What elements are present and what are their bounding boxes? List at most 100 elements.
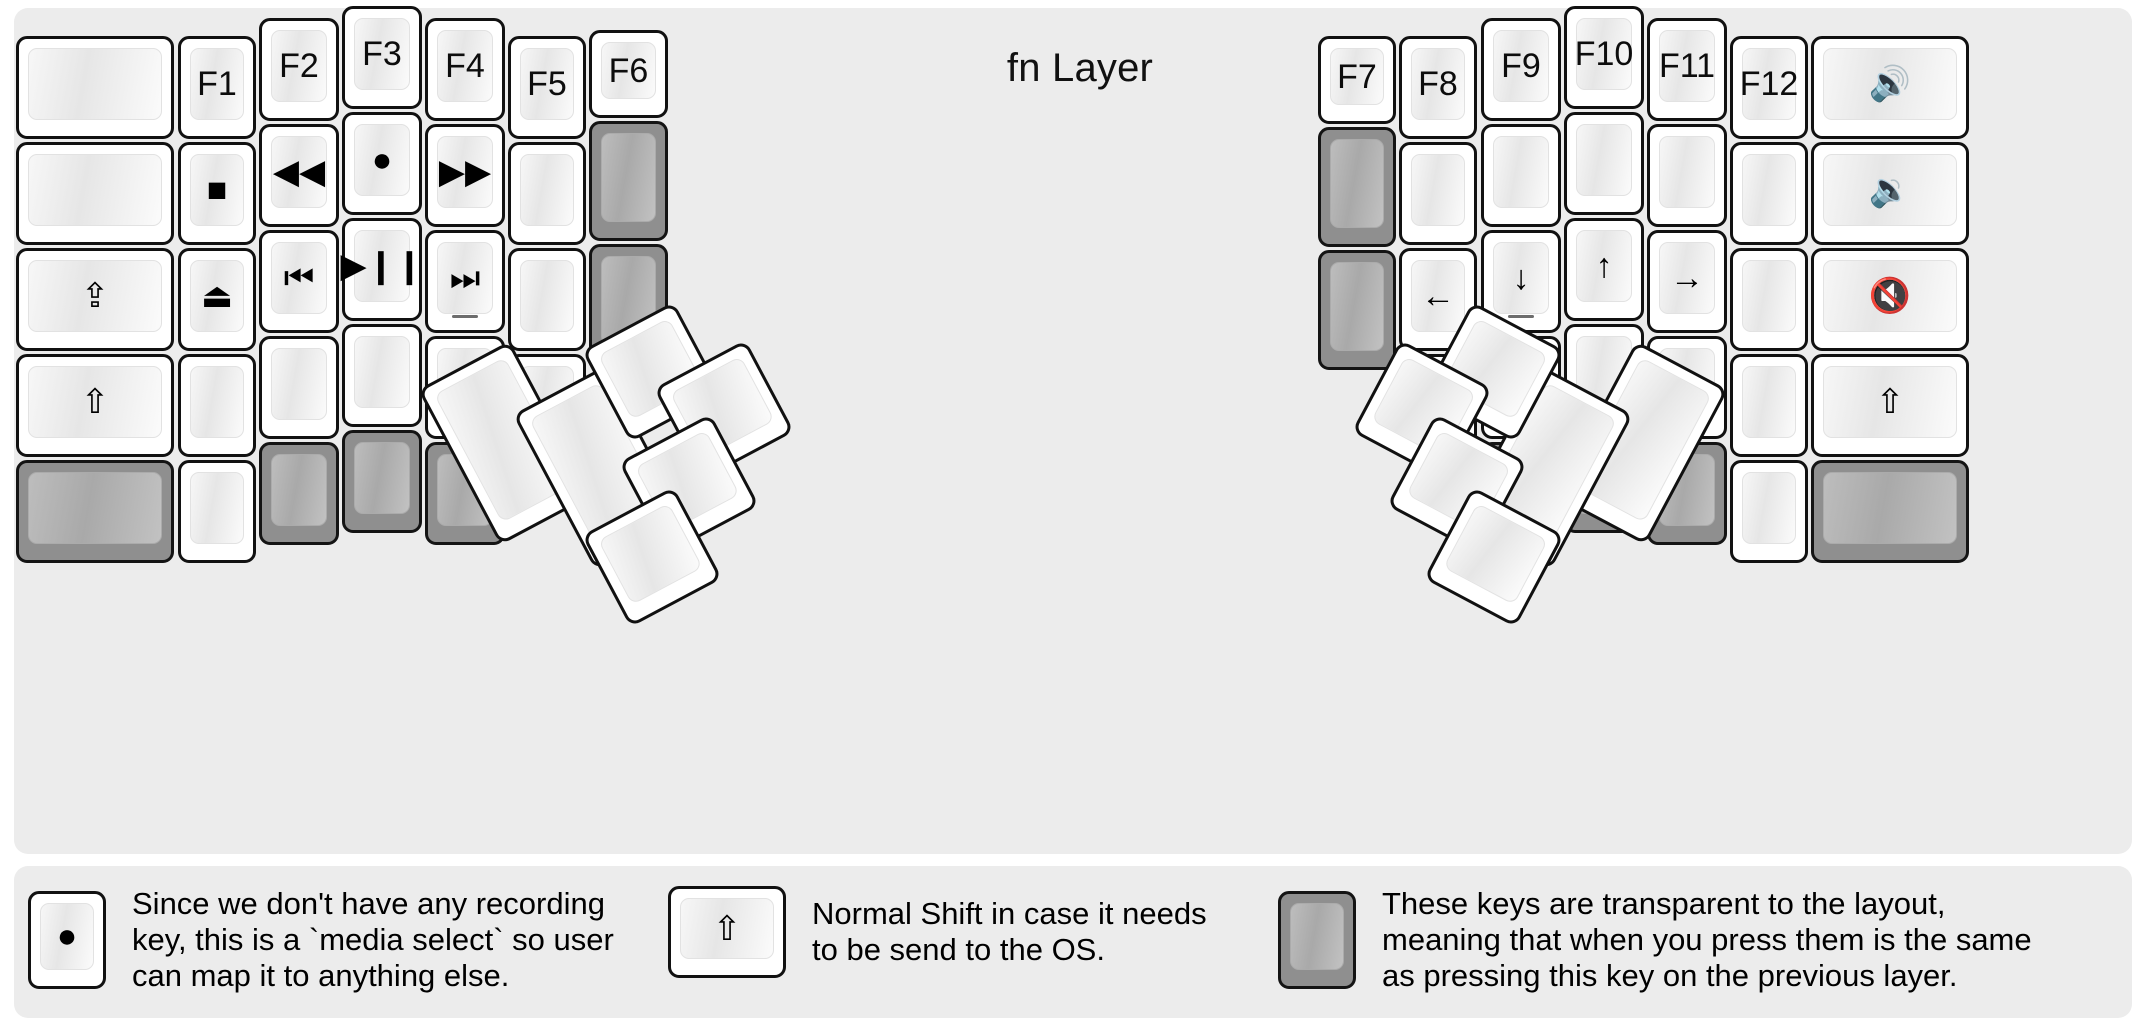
key-label: ▶❙❙ [340, 247, 424, 285]
key-blank-l6r3[interactable] [508, 248, 586, 351]
keycap-surface: ⏮ [271, 242, 327, 314]
key-f11[interactable]: F11 [1647, 18, 1727, 121]
key-transparent-l3r5[interactable] [259, 442, 339, 545]
key-label: 🔊 [1868, 65, 1912, 103]
key-transparent-l4r5[interactable] [342, 430, 422, 533]
keycap-surface [1290, 902, 1344, 970]
keycap-surface: F9 [1493, 30, 1549, 102]
keycap-surface [190, 366, 244, 438]
key-volume-down[interactable]: 🔉 [1811, 142, 1969, 245]
legend-panel [14, 866, 2132, 1018]
key-media-play-pause[interactable]: ▶❙❙ [340, 218, 424, 321]
keycap-surface [1493, 136, 1549, 208]
legend-shift-key-text: Normal Shift in case it needs to be send… [812, 896, 1207, 967]
legend-record-key-swatch: ● [28, 890, 106, 989]
key-media-record[interactable]: ● [342, 112, 422, 215]
key-blank-r3r2[interactable] [1481, 124, 1561, 227]
keycap-surface [520, 154, 574, 226]
keycap-surface: ▶❙❙ [340, 230, 424, 302]
key-blank-r6r4[interactable] [1730, 354, 1808, 457]
key-label: F12 [1739, 65, 1799, 103]
key-arrow-up[interactable]: ↑ [1564, 218, 1644, 321]
keycap-surface [1742, 472, 1796, 544]
key-label: F9 [1501, 47, 1541, 85]
keycap-surface: ← [1411, 260, 1465, 332]
keycap-surface [28, 472, 162, 544]
key-blank-l6r2[interactable] [508, 142, 586, 245]
key-blank-r6r5[interactable] [1730, 460, 1808, 563]
key-blank-l1r2[interactable] [16, 142, 174, 245]
keycap-surface: ⇧ [28, 366, 162, 438]
key-f8[interactable]: F8 [1399, 36, 1477, 139]
key-blank-r2r2[interactable] [1399, 142, 1477, 245]
keycap-surface: 🔉 [1823, 154, 1957, 226]
key-blank-l1r1[interactable] [16, 36, 174, 139]
key-blank-l2r4[interactable] [178, 354, 256, 457]
keycap-surface: ⇪ [28, 260, 162, 332]
key-volume-up[interactable]: 🔊 [1811, 36, 1969, 139]
key-caps-lock[interactable]: ⇪ [16, 248, 174, 351]
keycap-surface: F1 [190, 48, 244, 120]
key-f12[interactable]: F12 [1730, 36, 1808, 139]
key-media-next-track[interactable]: ⏭ [425, 230, 505, 333]
key-transparent-r7r5[interactable] [1811, 460, 1969, 563]
key-blank-r5r2[interactable] [1647, 124, 1727, 227]
key-transparent-r1r3[interactable] [1318, 250, 1396, 370]
key-blank-l4r4[interactable] [342, 324, 422, 427]
key-arrow-right[interactable]: → [1647, 230, 1727, 333]
key-label: ↑ [1595, 247, 1613, 285]
key-blank-r6r3[interactable] [1730, 248, 1808, 351]
keycap-surface: F11 [1659, 30, 1715, 102]
key-shift-right[interactable]: ⇧ [1811, 354, 1969, 457]
legend-transparent-key: These keys are transparent to the layout… [1278, 886, 2032, 994]
keycap-surface: F3 [354, 18, 410, 90]
keycap-surface: F6 [601, 42, 656, 99]
key-transparent-l7r2[interactable] [589, 121, 668, 241]
keycap-surface: ● [40, 902, 94, 970]
key-f2[interactable]: F2 [259, 18, 339, 121]
legend-key-glyph: ● [56, 917, 78, 956]
key-media-fast-forward[interactable]: ▶▶ [425, 124, 505, 227]
keycap-surface: → [1659, 242, 1715, 314]
keycap-surface: F12 [1739, 48, 1799, 120]
key-blank-l3r4[interactable] [259, 336, 339, 439]
key-label: ⏮ [283, 259, 315, 297]
key-f10[interactable]: F10 [1564, 6, 1644, 109]
legend-transparent-key-swatch [1278, 890, 1356, 989]
key-transparent-l1r5[interactable] [16, 460, 174, 563]
key-media-stop[interactable]: ■ [178, 142, 256, 245]
key-label: → [1670, 259, 1704, 297]
key-f9[interactable]: F9 [1481, 18, 1561, 121]
key-arrow-left[interactable]: ← [1399, 248, 1477, 351]
legend-record-key-text: Since we don't have any recording key, t… [132, 886, 614, 993]
key-media-prev-track[interactable]: ⏮ [259, 230, 339, 333]
key-label: F1 [197, 65, 237, 103]
key-f1[interactable]: F1 [178, 36, 256, 139]
key-media-eject[interactable]: ⏏ [178, 248, 256, 351]
key-f4[interactable]: F4 [425, 18, 505, 121]
key-f5[interactable]: F5 [508, 36, 586, 139]
key-f7[interactable]: F7 [1318, 36, 1396, 124]
key-transparent-r1r2[interactable] [1318, 127, 1396, 247]
keycap-surface: ⏭ [437, 242, 493, 314]
keycap-surface: 🔊 [1823, 48, 1957, 120]
keycap-surface: ↓ [1493, 242, 1549, 314]
key-label: F10 [1574, 35, 1634, 73]
key-shift-left[interactable]: ⇧ [16, 354, 174, 457]
key-blank-r6r2[interactable] [1730, 142, 1808, 245]
key-blank-r4r2[interactable] [1564, 112, 1644, 215]
key-volume-mute[interactable]: 🔇 [1811, 248, 1969, 351]
keycap-surface: F10 [1574, 18, 1634, 90]
key-label: F6 [608, 51, 649, 90]
key-media-rewind[interactable]: ◀◀ [259, 124, 339, 227]
key-f3[interactable]: F3 [342, 6, 422, 109]
key-label: F5 [527, 65, 567, 103]
legend-key-glyph: ⇧ [712, 909, 742, 948]
key-label: ● [371, 141, 393, 179]
key-label: ⏭ [449, 259, 481, 297]
key-label: ⇪ [80, 277, 110, 315]
keycap-surface [354, 442, 410, 514]
key-blank-l2r5[interactable] [178, 460, 256, 563]
key-f6[interactable]: F6 [589, 30, 668, 118]
key-label: ▶▶ [438, 153, 492, 191]
